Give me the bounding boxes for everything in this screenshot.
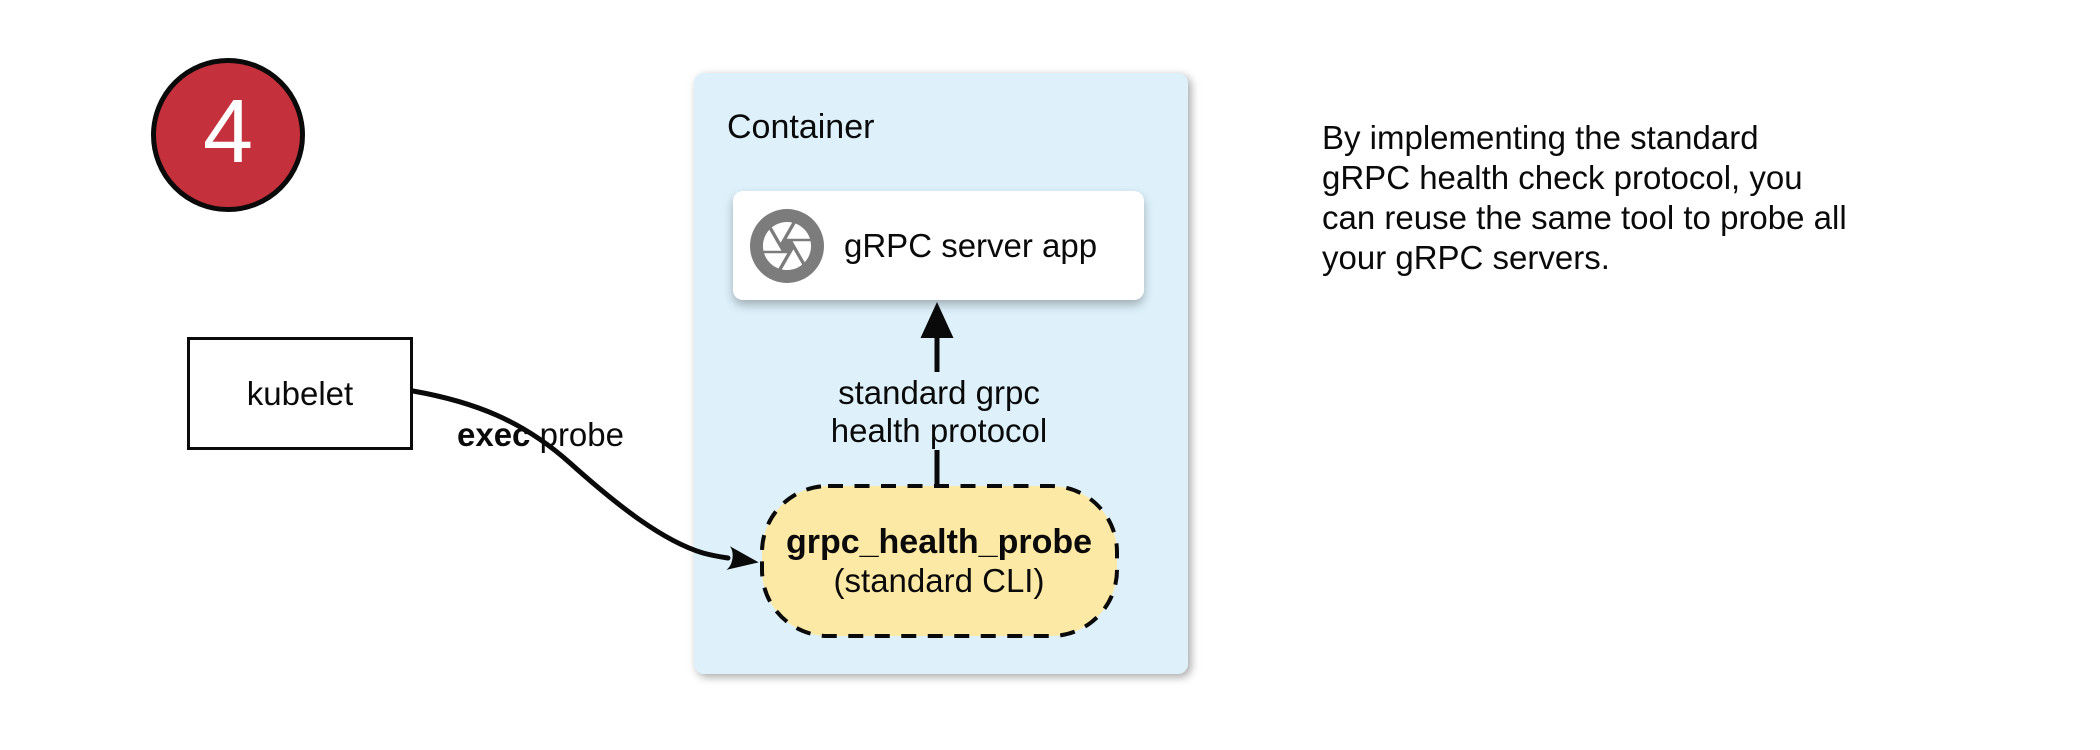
step-badge: 4	[151, 58, 305, 212]
probe-capsule-subtitle: (standard CLI)	[833, 562, 1045, 599]
probe-capsule-text: grpc_health_probe (standard CLI)	[762, 486, 1116, 636]
grpc-logo-icon	[750, 208, 824, 283]
protocol-label: standard grpc health protocol	[830, 374, 1048, 449]
exec-probe-label-bold: exec	[457, 416, 531, 453]
step-number: 4	[202, 82, 254, 182]
probe-capsule-title: grpc_health_probe	[785, 523, 1093, 561]
container-label: Container	[727, 108, 875, 146]
grpc-server-label: gRPC server app	[844, 226, 1098, 264]
kubelet-box: kubelet	[187, 337, 413, 450]
annotation-text: By implementing the standard gRPC health…	[1322, 119, 1847, 276]
kubelet-label: kubelet	[246, 374, 354, 412]
grpc-server-box: gRPC server app	[733, 191, 1144, 300]
exec-probe-label: exec probe	[457, 416, 624, 454]
exec-probe-label-rest: probe	[530, 416, 624, 453]
